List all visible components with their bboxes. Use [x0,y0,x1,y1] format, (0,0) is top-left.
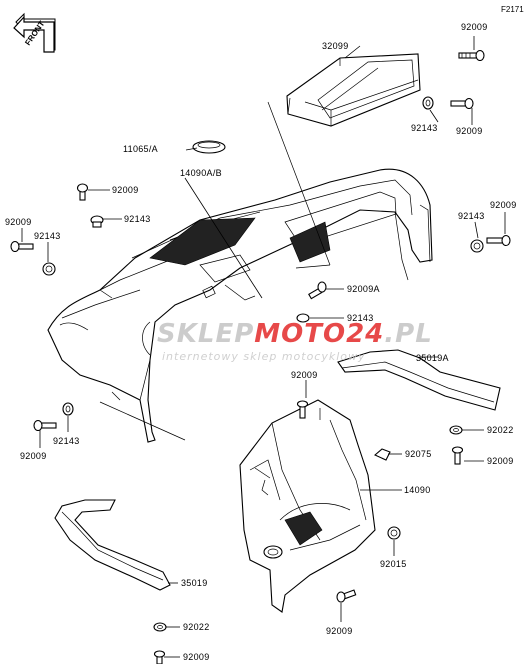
mud-flap-35019a [337,349,501,411]
bolt-icon [10,240,34,253]
callout-92009: 92009 [461,22,488,32]
bolt-icon [451,446,464,465]
front-arrow-icon: FRONT [13,12,56,53]
callout-92009: 92009 [183,652,210,662]
bolt-icon [336,589,357,603]
callout-92009: 92009 [326,626,353,636]
svg-text:SKLEPMOTO24.PL: SKLEPMOTO24.PL [157,319,433,349]
storage-box-32099 [286,53,421,127]
callout-92009: 92009 [487,456,514,466]
callout-92143: 92143 [124,214,151,224]
watermark-tagline: internetowy sklep motocyklowy [162,350,366,363]
callout-92075: 92075 [405,449,432,459]
nut-icon [42,262,56,276]
bolt-icon [458,49,485,62]
clip-icon [373,448,391,461]
callout-92143: 92143 [347,313,374,323]
inner-cover-pad [284,511,323,546]
callout-32099: 32099 [322,41,349,51]
callout-92009a: 92009A [347,284,380,294]
diagram-code: F2171 [501,5,524,14]
callout-92022: 92022 [183,622,210,632]
callout-92022: 92022 [487,425,514,435]
watermark-brand-3: 24 [346,319,384,349]
washer-icon [62,402,74,416]
washer-icon [153,622,167,632]
callout-14090ab: 14090A/B [180,168,222,178]
fender-pad [149,217,256,266]
watermark-brand-2: MOTO [254,319,346,349]
nut-icon [387,526,401,540]
fender-pad [289,221,331,263]
callout-92143: 92143 [411,123,438,133]
bolt-icon [33,419,57,432]
callout-92009: 92009 [20,451,47,461]
callout-92143: 92143 [458,211,485,221]
callout-92015: 92015 [380,559,407,569]
callout-92009: 92009 [490,200,517,210]
watermark-brand-4: .PL [384,319,433,349]
callout-92009: 92009 [456,126,483,136]
callout-92009: 92009 [112,185,139,195]
nut-icon [470,239,484,253]
callout-35019a: 35019A [416,353,449,363]
callout-92009: 92009 [291,370,318,380]
bolt-icon [296,400,309,419]
callout-11065a: 11065/A [123,144,158,154]
washer-icon [422,96,434,110]
bolt-icon [486,234,511,247]
nut-icon [90,215,104,228]
bolt-icon [308,281,327,300]
washer-icon [449,425,463,435]
watermark-brand-1: SKLEP [157,319,254,349]
washer-icon [296,313,310,323]
bolt-icon [76,183,89,201]
bolt-icon [153,650,166,664]
front-fender-14090 [47,168,433,443]
plug-cap-11065 [192,140,226,154]
callout-92143: 92143 [34,231,61,241]
mud-flap-35019 [54,499,171,591]
watermark-logo: SKLEPMOTO24.PL internetowy sklep motocyk… [157,319,433,363]
callout-92143: 92143 [53,436,80,446]
inner-cover-14090 [239,399,376,613]
callout-14090: 14090 [404,485,431,495]
callout-92009: 92009 [5,217,32,227]
callout-35019: 35019 [181,578,208,588]
bolt-icon [450,97,474,110]
leader-lines [21,36,506,658]
